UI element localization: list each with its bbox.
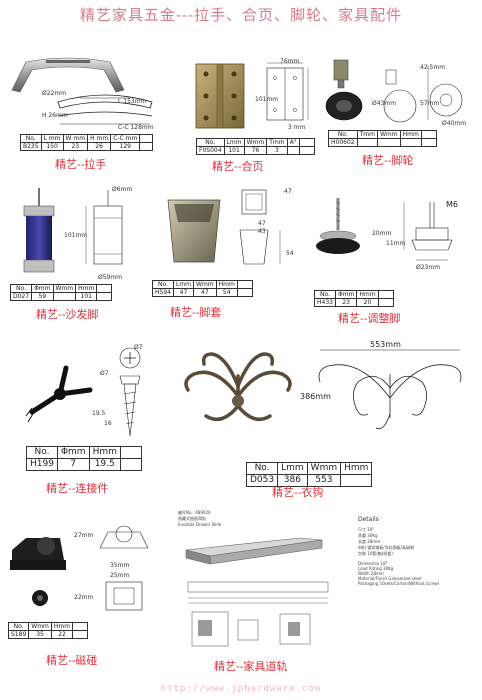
stopper-image [10,537,66,606]
foot-cover-caption: 精艺--脚套 [170,306,222,319]
slide-detail-line: 包装 10套/箱(纸盒) [358,551,393,556]
caster-dim-4: Ø40mm [442,120,467,127]
stopper-caption: 精艺--磁碰 [46,654,98,667]
connector-dim-dia: Ø7 [100,370,109,377]
caster-drawing [383,65,463,123]
leveler-dim-thread: M6 [446,200,458,209]
hinge-dim-width: 76mm [280,58,300,65]
caster-dim-1: Ø43mm [372,100,397,107]
stopper-dim-4: 22mm [74,594,94,601]
caster-dim-2: 42.5mm [420,64,446,71]
foot-cover-dim-3: 43 [258,228,266,235]
hinge-caption: 精艺--合页 [212,160,264,173]
slide-details: Details 尺寸 18" 承重 30Kg 长度 28mm 材料 镀锌钢板/冷… [358,516,439,586]
slide-image [185,537,323,565]
foot-cover-dim-4: 54 [286,250,294,257]
slide-header-2: 隐藏式抽屉滑轨 [178,516,206,521]
connector-drawing [119,347,141,437]
slide-detail-line: 尺寸 18" [358,527,375,532]
connector-dim-h2: 16 [104,420,112,427]
sofa-leg-dim-dia: Ø59mm [98,274,123,281]
handle-dim-height: H 26mm [42,112,68,119]
slide-detail-line: Width 28mm [358,571,384,576]
slide-detail-line: 长度 28mm [358,539,381,544]
stopper-drawing-top [99,525,149,549]
foot-cover-drawing [239,189,281,265]
slide-details-title: Details [358,516,379,523]
slide-section-drawing [191,611,311,647]
caster-image [325,59,363,121]
hook-dim-width: 553mm [370,340,401,349]
hook-drawing [318,349,462,430]
stopper-dim-3: 25mm [110,572,130,579]
hook-caption: 精艺--衣钩 [272,486,324,499]
hinge-drawing [266,62,309,121]
sofa-leg-drawing [85,190,123,265]
stopper-dim-2: 35mm [110,562,130,569]
connector-dim-top: Ø7 [134,344,143,351]
slide-detail-line: Material/Finish Galvanized steel [358,576,422,581]
foot-cover-image [167,199,221,263]
slide-detail-line: Dimension 18" [358,561,388,566]
handle-image [11,57,125,93]
slide-caption: 精艺--家具道轨 [214,660,288,673]
footer-url[interactable]: http://www.jphardware.com [160,684,322,694]
slide-detail-line: Load Rating 30Kg [358,566,394,571]
slide-detail-line: 承重 30Kg [358,533,378,538]
sofa-leg-image [23,188,55,273]
handle-dim-cc: C-C 128mm [118,124,154,131]
handle-dim-length: L 153mm [118,98,147,105]
sofa-leg-dim-h: 101mm [64,232,88,239]
caster-dim-3: 57mm [420,100,440,107]
slide-header-1: 编号No.: 489020 [178,510,211,515]
hinge-image [195,63,245,129]
leveler-dim-h2: 11mm [386,240,406,247]
connector-image [25,365,93,423]
leveler-caption: 精艺--调整脚 [338,312,401,325]
connector-caption: 精艺--连接件 [46,482,109,495]
slide-drawing [187,581,329,604]
hinge-dim-thickness: 3 mm [288,124,306,131]
connector-dim-h1: 19.5 [92,410,106,417]
leveler-dim-h: 20mm [372,230,392,237]
sofa-leg-dim-thread: Ø6mm [112,186,133,193]
slide-detail-line: Packaging 10sets/Carton(Without screw) [358,581,440,586]
leveler-drawing [403,202,453,261]
hook-dim-height: 386mm [300,392,331,401]
slide-detail-line: 材料 镀锌钢板/冷轧钢板/高碳钢 [358,545,414,550]
leveler-dim-dia: Ø23mm [416,264,441,271]
leveler-image [316,198,360,254]
sofa-leg-caption: 精艺--沙发脚 [36,308,99,321]
foot-cover-dim-2: 47 [258,220,266,227]
handle-drawing [57,94,153,125]
hook-image [184,352,292,422]
stopper-drawing-bottom [105,581,143,611]
caster-caption: 精艺--脚轮 [362,154,414,167]
slide-header-3: Invisible Drawer Slide [178,522,222,527]
handle-caption: 精艺--拉手 [55,158,107,171]
foot-cover-dim-1: 47 [284,188,292,195]
hinge-dim-length: 101mm [255,96,279,103]
page-title: 精艺家具五金---拉手、合页、脚轮、家具配件 [79,6,403,24]
stopper-dim-1: 27mm [74,532,94,539]
handle-dim-dia: Ø22mm [42,90,67,97]
